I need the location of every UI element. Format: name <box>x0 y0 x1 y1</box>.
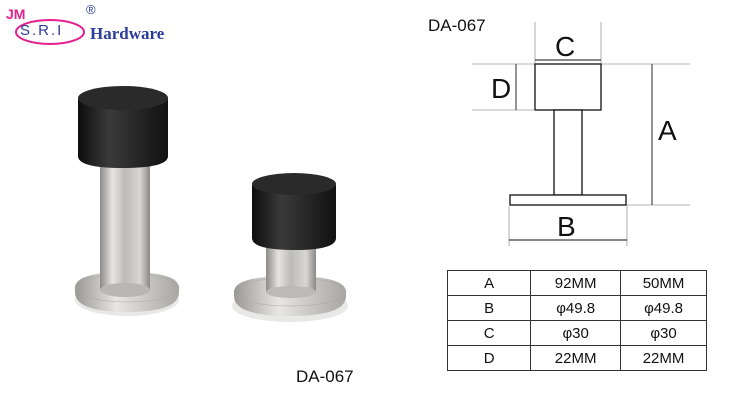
model-label-top: DA-067 <box>428 16 486 35</box>
spec-table: A 92MM 50MM B φ49.8 φ49.8 C φ30 φ30 D 22… <box>446 270 707 371</box>
table-cell: A <box>446 270 532 296</box>
table-cell: B <box>446 295 532 321</box>
table-cell: 50MM <box>620 270 707 296</box>
table-cell: φ49.8 <box>620 295 707 321</box>
table-cell: φ49.8 <box>530 295 622 321</box>
tall-door-stopper <box>74 86 180 316</box>
dimension-lines <box>509 59 653 241</box>
table-row: C φ30 φ30 <box>446 320 707 346</box>
table-cell: D <box>446 345 532 371</box>
table-cell: C <box>446 320 532 346</box>
dim-b-label: B <box>557 211 576 242</box>
brand-logo: JM ® S.R.I Hardware <box>6 2 176 52</box>
product-photo <box>74 86 348 322</box>
logo-word: Hardware <box>90 24 165 43</box>
dim-c-label: C <box>555 31 575 62</box>
short-door-stopper <box>232 173 348 322</box>
table-cell: φ30 <box>620 320 707 346</box>
table-cell: φ30 <box>530 320 622 346</box>
dim-d-label: D <box>491 73 511 104</box>
model-label-bottom: DA-067 <box>296 367 354 386</box>
logo-prefix: JM <box>6 6 26 22</box>
table-cell: 22MM <box>620 345 707 371</box>
dim-a-label: A <box>658 115 677 146</box>
table-cell: 92MM <box>530 270 622 296</box>
logo-swoosh-icon <box>15 19 85 45</box>
stopper-outline <box>509 63 627 206</box>
table-cell: 22MM <box>530 345 622 371</box>
registered-mark: ® <box>86 2 96 17</box>
technical-drawing: C D A B <box>472 22 690 246</box>
table-row: D 22MM 22MM <box>446 345 707 371</box>
table-row: A 92MM 50MM <box>446 270 707 296</box>
table-row: B φ49.8 φ49.8 <box>446 295 707 321</box>
logo-initials: S.R.I <box>20 22 64 39</box>
